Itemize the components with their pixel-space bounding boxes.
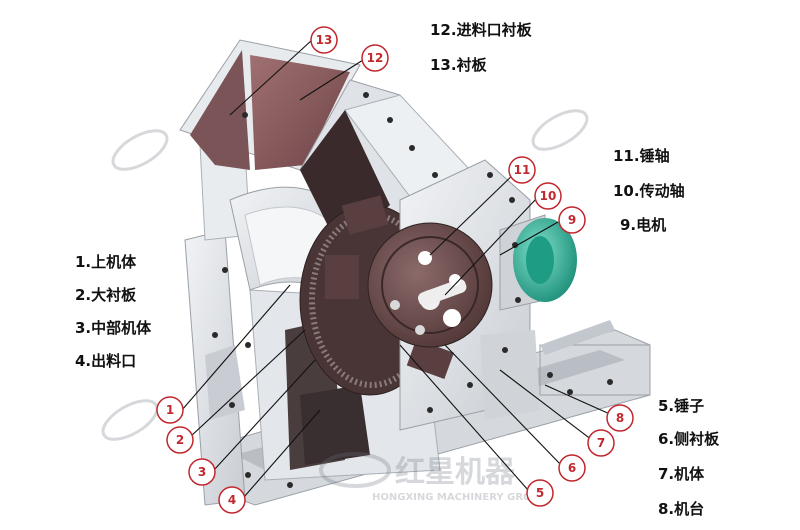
legend-item-9: 9.电机	[620, 216, 667, 234]
watermark-main: 红星机器	[395, 455, 516, 490]
callout-8-label: 8	[616, 411, 624, 425]
legend-item-8: 8.机台	[658, 500, 705, 518]
callout-2-label: 2	[176, 433, 184, 447]
legend-item-4: 4.出料口	[75, 352, 137, 370]
callout-1: 1	[156, 396, 184, 424]
legend-item-7: 7.机体	[658, 465, 705, 483]
callout-9-label: 9	[568, 213, 576, 227]
legend-item-1: 1.上机体	[75, 253, 137, 271]
callout-2: 2	[166, 426, 194, 454]
callout-4: 4	[218, 486, 246, 514]
legend-item-5: 5.锤子	[658, 397, 705, 415]
callout-12-label: 12	[367, 51, 384, 65]
callout-4-label: 4	[228, 493, 236, 507]
callout-9: 9	[558, 206, 586, 234]
legend-item-13: 13.衬板	[430, 56, 487, 74]
callout-3: 3	[188, 458, 216, 486]
callout-7-label: 7	[597, 436, 605, 450]
legend-item-12: 12.进料口衬板	[430, 21, 532, 39]
callout-13: 13	[310, 26, 338, 54]
watermark-sub: HONGXING MACHINERY GROUP	[372, 492, 547, 503]
callout-1-label: 1	[166, 403, 174, 417]
legend-item-2: 2.大衬板	[75, 286, 137, 304]
callout-5: 5	[526, 479, 554, 507]
callout-11-label: 11	[514, 163, 531, 177]
callout-7: 7	[587, 429, 615, 457]
callout-3-label: 3	[198, 465, 206, 479]
callout-6-label: 6	[568, 461, 576, 475]
bolts	[212, 92, 613, 488]
rotor-assembly	[325, 195, 493, 380]
callout-8: 8	[606, 404, 634, 432]
legend-item-3: 3.中部机体	[75, 319, 152, 337]
leader-lines	[181, 39, 613, 498]
callout-11: 11	[508, 156, 536, 184]
callout-6: 6	[558, 454, 586, 482]
watermark: 红星机器 HONGXING MACHINERY GROUP	[101, 109, 589, 503]
callout-5-label: 5	[536, 486, 544, 500]
left-frame	[184, 144, 251, 506]
callout-10-label: 10	[540, 189, 557, 203]
legend-item-11: 11.锤轴	[613, 147, 670, 165]
callout-10: 10	[534, 182, 562, 210]
callouts: 1 2 3 4 5 6 7 8 9 10 11 12 13	[156, 26, 634, 514]
legend-item-6: 6.侧衬板	[658, 430, 720, 448]
callout-13-label: 13	[316, 33, 333, 47]
legend-item-10: 10.传动轴	[613, 182, 685, 200]
callout-12: 12	[361, 44, 389, 72]
